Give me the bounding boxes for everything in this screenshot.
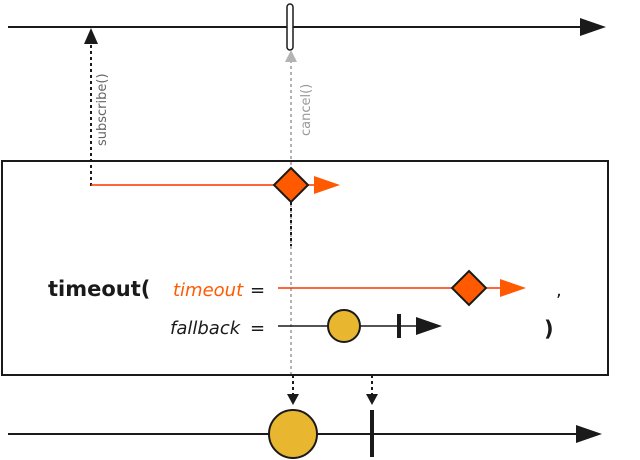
close-paren: ) [544, 317, 554, 341]
cancel-arrowhead [285, 50, 297, 62]
cancel-arrow [285, 50, 297, 375]
result-circle-icon [268, 409, 318, 459]
timeout-param-label: timeout [173, 280, 244, 301]
result-timeline [8, 409, 602, 459]
inner-timeline-arrowhead [314, 176, 340, 194]
source-timeline [8, 3, 606, 51]
result-timeline-arrowhead [576, 425, 602, 443]
operator-name: timeout( [48, 277, 150, 301]
subscribe-arrowhead [84, 28, 98, 44]
source-cancel-marker [286, 3, 294, 51]
output-arrows [287, 375, 378, 405]
comma: , [556, 280, 562, 301]
cancel-label: cancel() [299, 84, 314, 136]
subscribe-label: subscribe() [95, 73, 110, 146]
timeout-equals: = [250, 280, 265, 301]
timeout-param-timeline [278, 269, 526, 307]
timeout-param-diamond-icon [450, 269, 488, 307]
fallback-param-timeline [278, 309, 442, 343]
inner-timeout-timeline [91, 166, 340, 246]
subscribe-arrow [84, 28, 98, 186]
fallback-param-label: fallback [170, 318, 242, 339]
fallback-param-circle-icon [327, 309, 361, 343]
operator-box [1, 160, 609, 376]
timeout-param-arrowhead [500, 279, 526, 297]
fallback-equals: = [250, 318, 265, 339]
inner-timeout-diamond-icon [272, 166, 310, 204]
source-timeline-arrowhead [580, 18, 606, 36]
fallback-param-arrowhead [416, 317, 442, 335]
